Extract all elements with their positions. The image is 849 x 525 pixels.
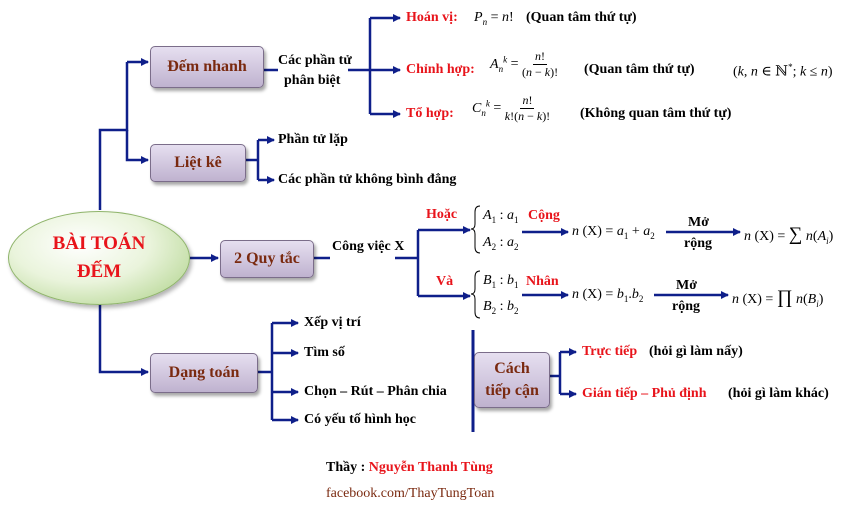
center-title-line2: ĐẾM (76, 261, 122, 282)
dang-toan-item2: Tìm số (304, 345, 345, 360)
chinh-hop-formula: Ank = n!(n − k)! (490, 49, 559, 79)
extended-sum-formula: n (X) = ∑ n(Ai) (744, 224, 834, 246)
box-dem-nhanh: Đếm nhanh (150, 46, 264, 88)
center-node: BÀI TOÁN ĐẾM (8, 211, 190, 305)
hoan-vi-formula: Pn = n! (474, 10, 514, 27)
cong-viec-x: Công việc X (332, 239, 405, 254)
liet-ke-item2: Các phần tử không bình đẳng (278, 172, 457, 187)
center-title-line1: BÀI TOÁN (52, 233, 146, 254)
mo-rong-2a: Mở (676, 278, 697, 293)
truc-tiep-note: (hỏi gì làm nấy) (649, 344, 743, 359)
to-hop-formula: Cnk = n!k!(n − k)! (472, 93, 551, 123)
truc-tiep-label: Trực tiếp (582, 344, 638, 359)
dang-toan-item3: Chọn – Rút – Phân chia (304, 384, 447, 399)
mo-rong-1b: rộng (684, 236, 712, 251)
to-hop-label: Tổ hợp: (406, 106, 454, 121)
author-line: Thầy : Nguyễn Thanh Tùng (326, 460, 493, 476)
va-label: Và (436, 274, 454, 289)
system-b1: B1 : b1 (483, 273, 519, 290)
bracket-va (470, 270, 481, 319)
cach-label: Cách (494, 360, 530, 377)
facebook-link[interactable]: facebook.com/ThayTungToan (326, 486, 495, 501)
hoac-label: Hoặc (426, 207, 458, 222)
condition-line1: Các phần tử (278, 53, 352, 68)
liet-ke-item1: Phần tử lặp (278, 132, 348, 147)
box-quy-tac: 2 Quy tắc (220, 240, 314, 278)
mo-rong-1a: Mở (688, 215, 709, 230)
chinh-hop-label: Chỉnh hợp: (406, 62, 475, 77)
box-dang-toan: Dạng toán (150, 353, 258, 393)
cong-label: Cộng (528, 208, 560, 223)
nhan-label: Nhân (526, 274, 559, 289)
condition-line2: phân biệt (284, 73, 341, 88)
condition-kn-formula: (k, n ∈ ℕ*; k ≤ n) (733, 62, 833, 80)
gian-tiep-label: Gián tiếp – Phủ định (582, 386, 707, 401)
author-prefix: Thầy : (326, 460, 366, 475)
dang-toan-item4: Có yếu tố hình học (304, 412, 417, 427)
to-hop-note: (Không quan tâm thứ tự) (580, 106, 732, 121)
product-formula: n (X) = b1.b2 (572, 287, 644, 304)
hoan-vi-label: Hoán vị: (406, 10, 458, 25)
chinh-hop-note: (Quan tâm thứ tự) (584, 62, 695, 77)
system-b2: B2 : b2 (483, 299, 519, 316)
gian-tiep-note: (hỏi gì làm khác) (728, 386, 829, 401)
hoan-vi-note: (Quan tâm thứ tự) (526, 10, 637, 25)
system-a2: A2 : a2 (483, 235, 519, 252)
bracket-hoac (470, 205, 481, 254)
sum-formula: n (X) = a1 + a2 (572, 224, 655, 241)
dang-toan-item1: Xếp vị trí (304, 315, 361, 330)
mo-rong-2b: rộng (672, 299, 700, 314)
box-cach-tiep-can: Cách tiếp cận (474, 352, 550, 408)
tiep-can-label: tiếp cận (485, 382, 539, 399)
box-liet-ke: Liệt kê (150, 144, 246, 182)
author-name: Nguyễn Thanh Tùng (368, 460, 493, 475)
extended-product-formula: n (X) = ∏ n(Bi) (732, 287, 824, 309)
system-a1: A1 : a1 (483, 208, 519, 225)
